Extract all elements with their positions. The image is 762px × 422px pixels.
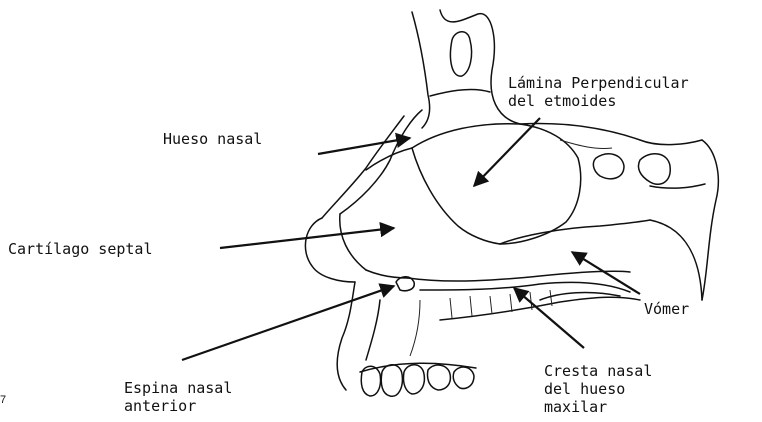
- ethmoid-plate-outline: [412, 124, 612, 244]
- label-espina-nasal-anterior: Espina nasal anterior: [124, 379, 232, 415]
- arrow-espina: [182, 286, 394, 360]
- nasal-bone-outline: [305, 110, 422, 282]
- page-number: 7: [0, 391, 6, 409]
- septal-cartilage-outline: [366, 148, 412, 278]
- label-lamina-perpendicular: Lámina Perpendicular del etmoides: [508, 74, 689, 110]
- vomer-outline: [408, 220, 650, 281]
- leader-arrows: [182, 118, 640, 360]
- arrow-cartilago: [220, 228, 394, 248]
- label-vomer: Vómer: [644, 300, 689, 318]
- sphenoid-outline: [520, 124, 718, 300]
- arrow-lamina: [474, 118, 540, 186]
- frontal-bone-outline: [412, 10, 520, 128]
- label-hueso-nasal: Hueso nasal: [163, 130, 262, 148]
- label-cartilago-septal: Cartílago septal: [8, 240, 153, 258]
- label-cresta-nasal: Cresta nasal del hueso maxilar: [544, 362, 652, 416]
- maxilla-outline: [337, 282, 420, 390]
- maxillary-crest-outline: [396, 277, 640, 320]
- teeth-outline: [360, 363, 476, 396]
